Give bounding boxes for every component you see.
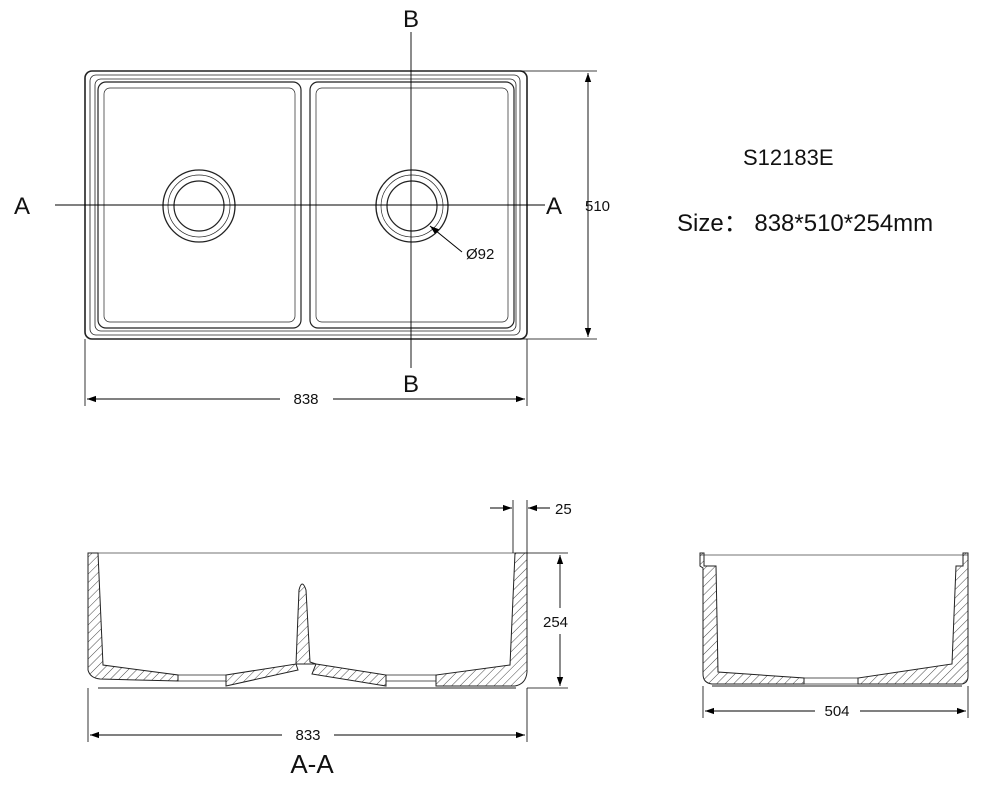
- left-drain-outer: [162, 169, 236, 243]
- right-drain-outer: [375, 169, 449, 243]
- aa-width-label: 833: [295, 727, 320, 744]
- aa-wall-label: 25: [555, 501, 572, 518]
- section-a-label-left: A: [14, 193, 30, 220]
- section-b-label-bottom: B: [403, 371, 419, 398]
- section-bb-view: [699, 552, 969, 718]
- right-drain-inner: [386, 180, 438, 232]
- section-bb-right-wall: [857, 552, 969, 685]
- size-spec: Size： 838*510*254mm: [677, 210, 933, 237]
- section-aa-right-drain: [386, 674, 436, 682]
- section-aa-view: [87, 500, 568, 742]
- aa-height-label: 254: [543, 614, 568, 631]
- section-bb-drain: [804, 677, 858, 685]
- right-drain-ring: [380, 174, 444, 238]
- bb-width-label: 504: [824, 703, 849, 720]
- model-number: S12183E: [743, 145, 834, 170]
- section-a-label-right: A: [546, 193, 562, 220]
- section-aa-title: A-A: [290, 749, 334, 779]
- drain-leader-line: [429, 225, 463, 253]
- section-aa-left-wall: [87, 552, 179, 682]
- section-b-label-top: B: [403, 6, 419, 33]
- section-aa-divider: [295, 583, 317, 665]
- section-aa-right-wall: [435, 552, 528, 687]
- left-drain-ring: [167, 174, 231, 238]
- plan-view: [55, 32, 597, 406]
- drain-diameter-label: Ø92: [466, 246, 494, 263]
- section-aa-left-drain: [178, 674, 226, 682]
- left-drain-inner: [173, 180, 225, 232]
- section-bb-left-wall: [699, 552, 805, 685]
- section-aa-left-floor: [225, 663, 299, 687]
- depth-dimension-label: 510: [585, 198, 610, 215]
- section-aa-right-floor: [311, 663, 387, 687]
- width-dimension-label: 838: [293, 391, 318, 408]
